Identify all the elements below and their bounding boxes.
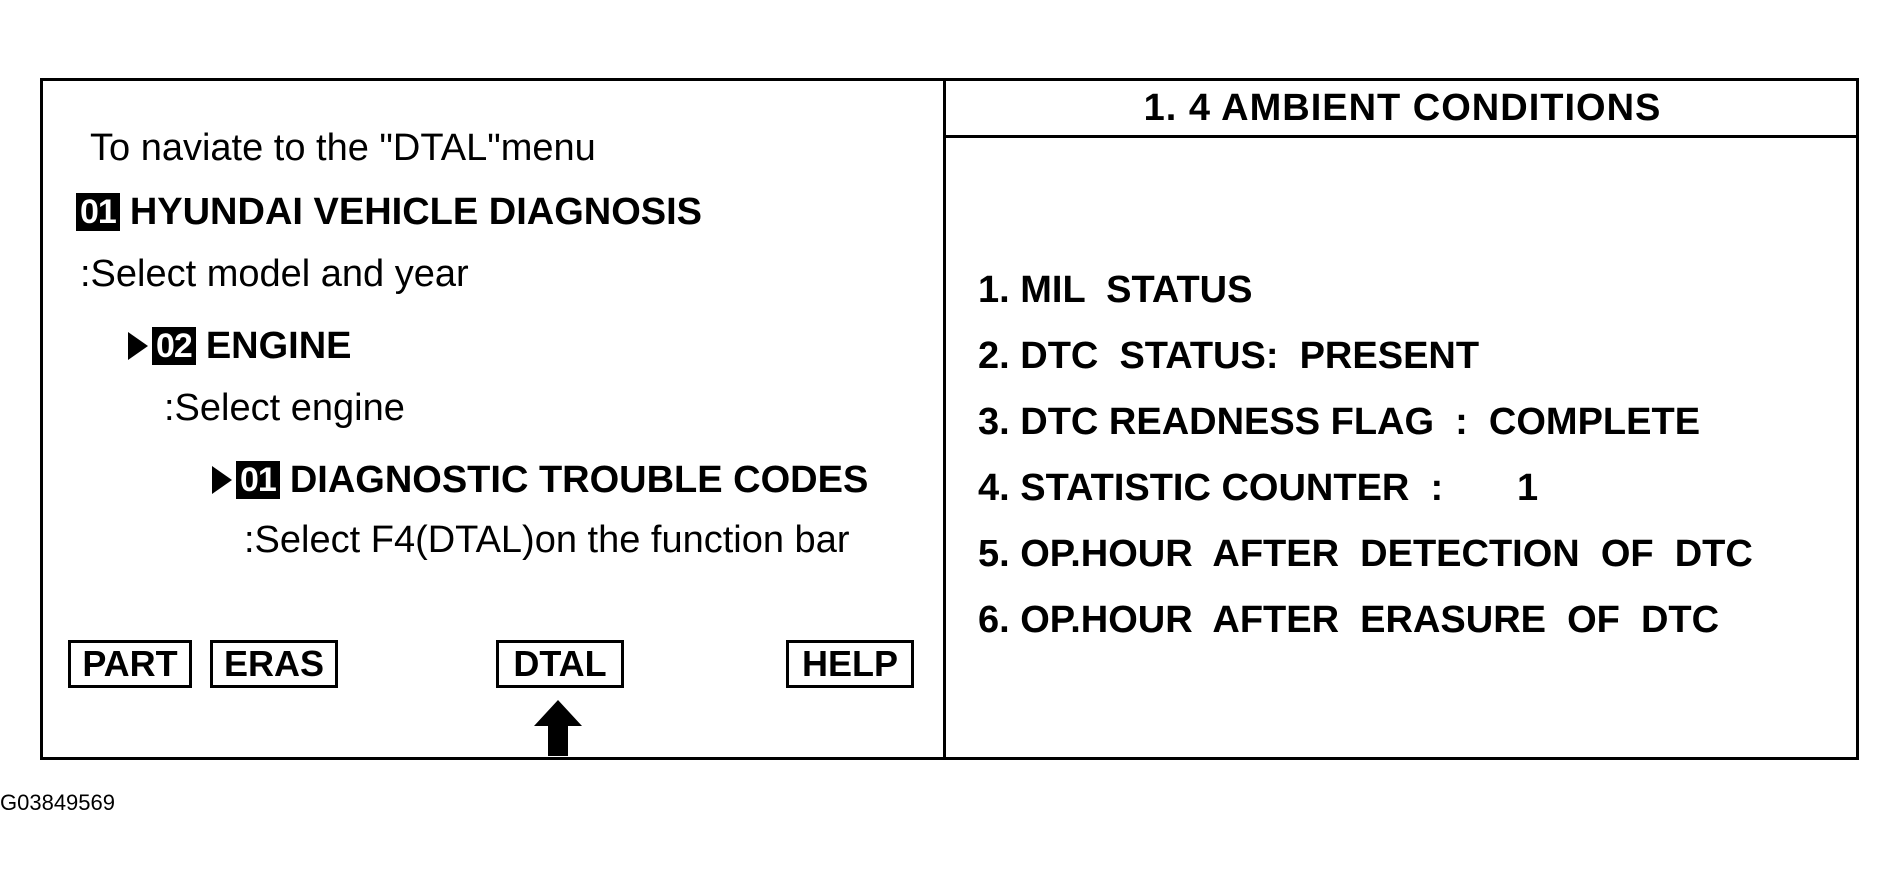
step-3-number: 01 <box>236 461 280 499</box>
step-1-title: HYUNDAI VEHICLE DIAGNOSIS <box>129 191 702 233</box>
list-item-mil-status: 1. MIL STATUS <box>978 269 1253 311</box>
navigation-intro: To naviate to the "DTAL"menu <box>90 127 596 169</box>
step-2-title-row: 02 ENGINE <box>128 324 352 368</box>
eras-key[interactable]: ERAS <box>210 640 338 688</box>
step-1-title-row: 01 HYUNDAI VEHICLE DIAGNOSIS <box>76 190 702 234</box>
right-header-rule <box>943 135 1859 138</box>
dtal-key[interactable]: DTAL <box>496 640 624 688</box>
step-3-instruction: :Select F4(DTAL)on the function bar <box>244 519 850 561</box>
list-item-statistic-counter: 4. STATISTIC COUNTER : 1 <box>978 467 1539 509</box>
step-2-title: ENGINE <box>205 325 352 367</box>
list-item-hour-after-erasure: 6. OP.HOUR AFTER ERASURE OF DTC <box>978 599 1720 641</box>
triangle-right-icon <box>212 466 232 494</box>
ambient-conditions-list: 1. MIL STATUS 2. DTC STATUS: PRESENT 3. … <box>978 268 1753 664</box>
figure-id: G03849569 <box>0 790 115 815</box>
step-3-title-row: 01 DIAGNOSTIC TROUBLE CODES <box>212 458 868 502</box>
step-2-number: 02 <box>152 327 196 365</box>
part-key[interactable]: PART <box>68 640 192 688</box>
arrow-up-icon <box>534 700 582 756</box>
triangle-right-icon <box>128 332 148 360</box>
step-1-number: 01 <box>76 193 120 231</box>
list-item-readiness-flag: 3. DTC READNESS FLAG : COMPLETE <box>978 401 1701 443</box>
list-item-hour-after-detection: 5. OP.HOUR AFTER DETECTION OF DTC <box>978 533 1753 575</box>
ambient-conditions-title: 1. 4 AMBIENT CONDITIONS <box>1143 87 1662 129</box>
step-1-instruction: :Select model and year <box>80 253 469 295</box>
help-key[interactable]: HELP <box>786 640 914 688</box>
diagnostic-screen-frame <box>40 78 1859 760</box>
panel-divider <box>943 78 946 760</box>
step-2-instruction: :Select engine <box>164 387 405 429</box>
step-3-title: DIAGNOSTIC TROUBLE CODES <box>289 459 869 501</box>
list-item-dtc-status: 2. DTC STATUS: PRESENT <box>978 335 1480 377</box>
